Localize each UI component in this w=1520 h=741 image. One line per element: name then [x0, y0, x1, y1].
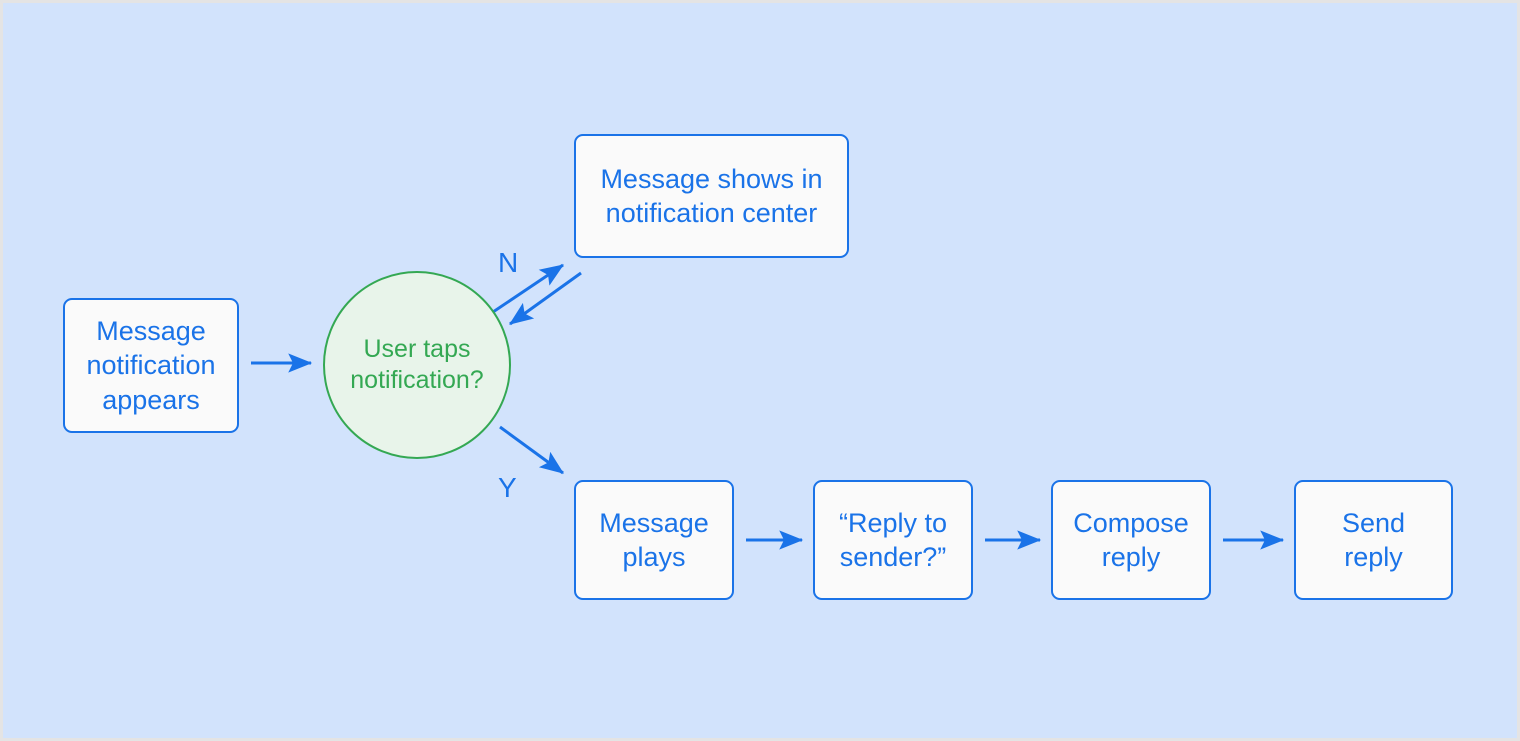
- edge-decision-to-notification-center: [489, 263, 564, 316]
- node-label: Message notification appears: [86, 316, 216, 415]
- node-label: “Reply to sender?”: [838, 507, 948, 572]
- edge-notification-center-to-decision: [509, 271, 582, 326]
- node-reply-to-sender[interactable]: “Reply to sender?”: [813, 480, 973, 600]
- branch-label-no: N: [498, 247, 519, 278]
- node-label: User taps notification?: [350, 334, 484, 395]
- node-message-notification-appears[interactable]: Message notification appears: [63, 298, 239, 433]
- node-send-reply[interactable]: Send reply: [1294, 480, 1453, 600]
- flowchart-connectors: [251, 263, 1285, 550]
- node-label: Send reply: [1341, 507, 1406, 572]
- node-compose-reply[interactable]: Compose reply: [1051, 480, 1211, 600]
- node-user-taps-notification[interactable]: User taps notification?: [323, 271, 511, 459]
- node-label: Compose reply: [1073, 507, 1189, 572]
- branch-label-yes: Y: [498, 472, 517, 503]
- node-message-plays[interactable]: Message plays: [574, 480, 734, 600]
- node-label: Message shows in notification center: [600, 163, 823, 228]
- edge-decision-to-message-plays: [499, 425, 564, 475]
- node-message-shows-in-notification-center[interactable]: Message shows in notification center: [574, 134, 849, 258]
- node-label: Message plays: [599, 507, 709, 572]
